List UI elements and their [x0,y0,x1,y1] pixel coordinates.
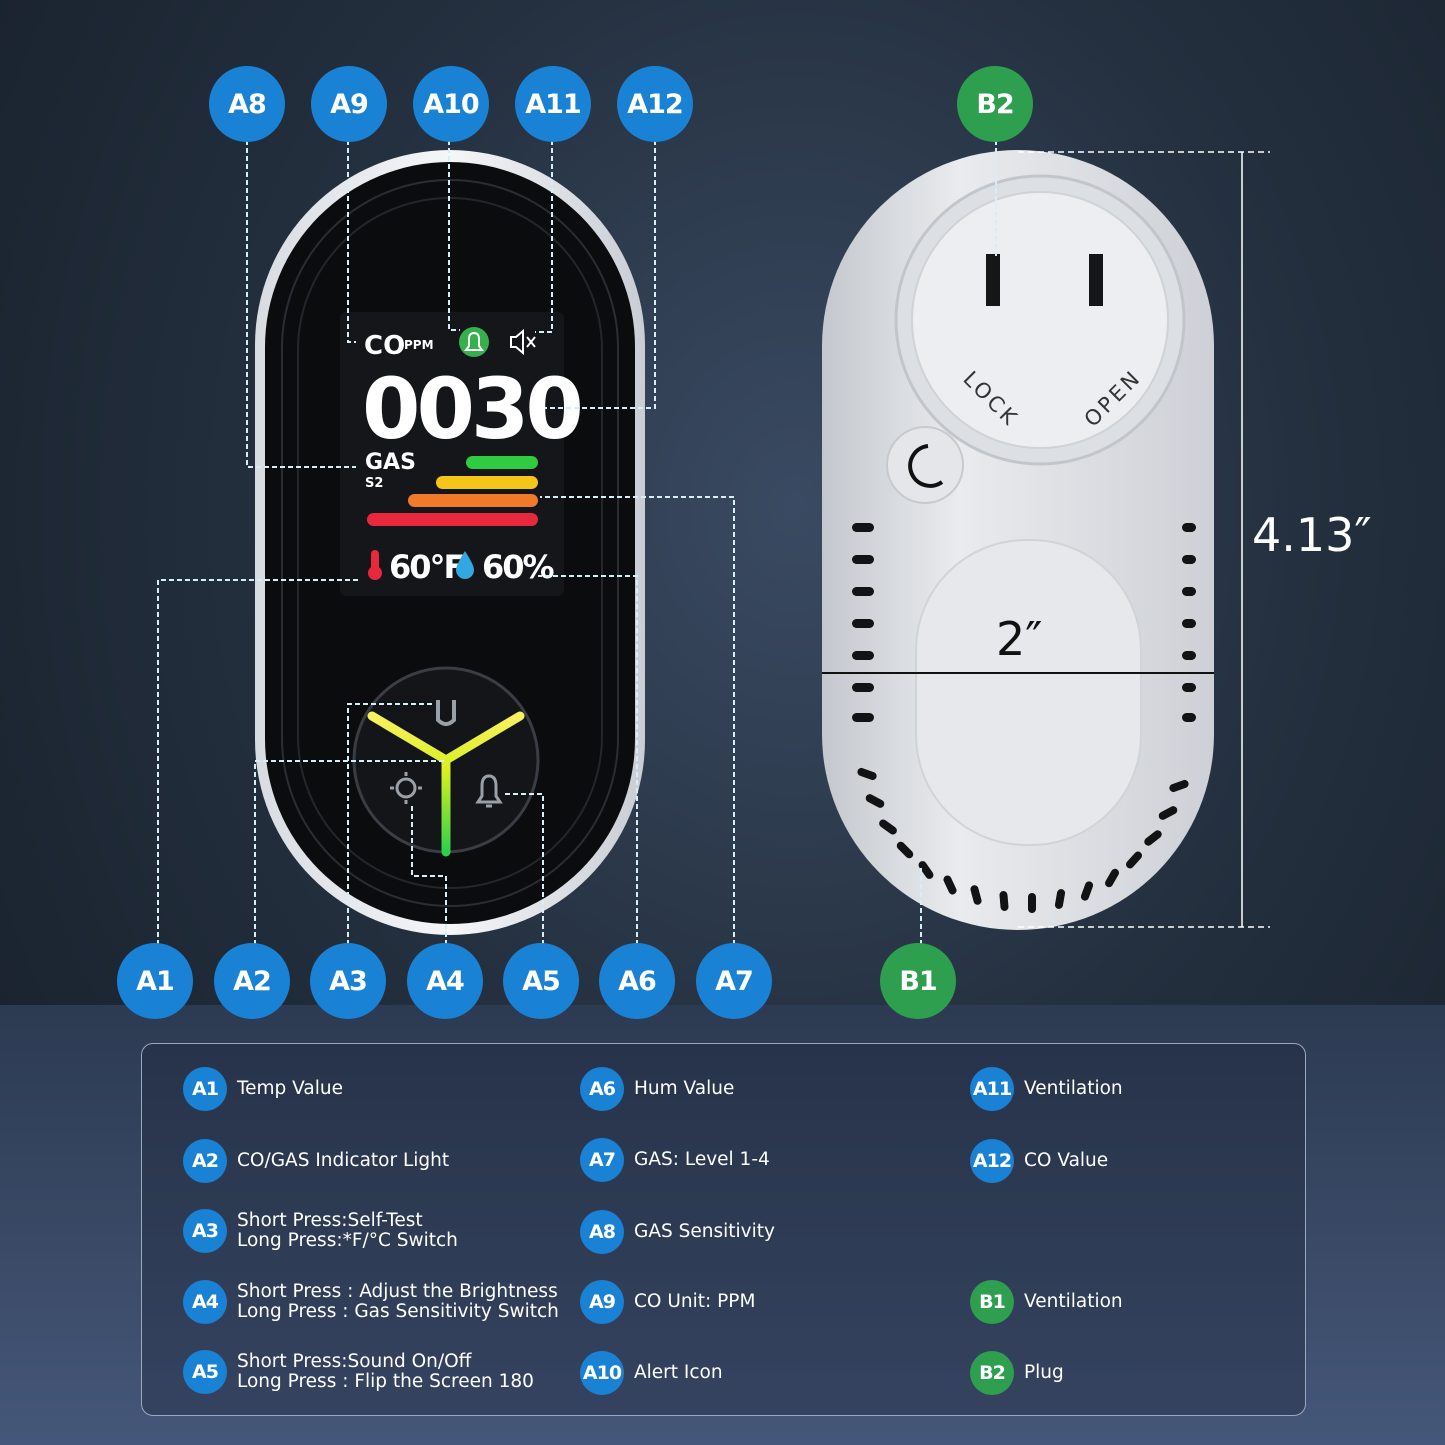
width-dimension: 2″ [996,612,1043,666]
legend-text: GAS: Level 1-4 [634,1149,770,1170]
legend-item-a7: A7 GAS: Level 1-4 [580,1138,770,1182]
callout-badge-a5: A5 [503,943,579,1019]
legend-badge: A2 [183,1139,227,1183]
gas-label: GAS [365,450,416,475]
plug-prong-right [1089,254,1103,306]
co-value: 0030 [362,360,580,458]
legend-item-a5: A5 Short Press:Sound On/Off Long Press :… [183,1350,534,1394]
ppm-label: PPM [404,338,434,352]
back-device: LOCK OPEN [822,150,1214,930]
legend-text: Ventilation [1024,1078,1123,1099]
thermometer-icon [368,550,382,580]
callout-badge-a11: A11 [515,66,591,142]
vent-slots [852,523,1196,913]
callout-badge-a7: A7 [696,943,772,1019]
legend-text: CO Unit: PPM [634,1291,756,1312]
legend-item-a6: A6 Hum Value [580,1067,734,1111]
plug-prong-left [986,254,1000,306]
temp-value: 60°F [389,548,464,586]
sensitivity-label: S2 [365,476,383,491]
dimension-lines [822,151,1270,928]
self-test-button-icon[interactable] [436,700,456,726]
legend-item-a10: A10 Alert Icon [580,1351,723,1395]
legend-badge: A3 [183,1209,227,1253]
legend-badge: A7 [580,1138,624,1182]
legend-text: GAS Sensitivity [634,1221,775,1242]
legend-item-a9: A9 CO Unit: PPM [580,1280,755,1324]
callout-badge-a3: A3 [310,943,386,1019]
legend-item-a8: A8 GAS Sensitivity [580,1210,775,1254]
legend-panel: A1 Temp Value A2 CO/GAS Indicator Light … [141,1043,1306,1416]
co-label: CO [364,331,405,361]
legend-text: Hum Value [634,1078,735,1099]
legend-text: Alert Icon [634,1362,723,1383]
callout-badge-a10: A10 [413,66,489,142]
sound-button-icon[interactable] [475,774,503,808]
legend-item-a4: A4 Short Press : Adjust the Brightness L… [183,1280,559,1324]
legend-item-a2: A2 CO/GAS Indicator Light [183,1139,449,1183]
brightness-button-icon[interactable] [390,772,422,804]
callout-badge-a1: A1 [117,943,193,1019]
callout-badge-a12: A12 [617,66,693,142]
front-device: CO PPM 0030 GAS S2 60°F 60% [255,150,645,935]
legend-text: Temp Value [237,1078,343,1099]
legend-text: Short Press:Self-Test [237,1210,423,1231]
legend-item-a12: A12 CO Value [970,1139,1108,1183]
legend-badge: A10 [580,1351,624,1395]
legend-text: Short Press : Adjust the Brightness [237,1281,558,1302]
callout-badge-a2: A2 [214,943,290,1019]
legend-item-a1: A1 Temp Value [183,1067,343,1111]
callout-badge-a4: A4 [407,943,483,1019]
lock-ring-icon [908,444,944,488]
legend-text: Long Press:*F/°C Switch [237,1230,458,1251]
legend-text: CO/GAS Indicator Light [237,1150,450,1171]
legend-item-b1: B1 Ventilation [970,1280,1123,1324]
callout-lines [157,140,997,945]
legend-badge: A6 [580,1067,624,1111]
legend-item-a11: A11 Ventilation [970,1067,1123,1111]
legend-text: Short Press:Sound On/Off [237,1351,472,1372]
legend-text: Ventilation [1024,1291,1123,1312]
callout-badge-b1: B1 [880,943,956,1019]
callout-badge-a8: A8 [209,66,285,142]
legend-badge: A11 [970,1067,1014,1111]
legend-text: CO Value [1024,1150,1109,1171]
height-dimension: 4.13″ [1252,508,1372,562]
humidity-drop-icon [456,551,474,579]
callout-badge-b2: B2 [957,66,1033,142]
legend-text: Plug [1024,1362,1064,1383]
alert-bell-icon [459,327,489,357]
callout-badge-a6: A6 [599,943,675,1019]
legend-badge: A4 [183,1280,227,1324]
legend-badge: A8 [580,1210,624,1254]
legend-badge: B2 [970,1351,1014,1395]
legend-badge: A9 [580,1280,624,1324]
floor-background [0,1005,1445,1445]
legend-text: Long Press : Flip the Screen 180 [237,1371,534,1392]
legend-badge: B1 [970,1280,1014,1324]
legend-badge: A1 [183,1067,227,1111]
legend-text: Long Press : Gas Sensitivity Switch [237,1301,559,1322]
callout-badge-a9: A9 [311,66,387,142]
humidity-value: 60% [482,548,555,586]
legend-badge: A5 [183,1350,227,1394]
legend-badge: A12 [970,1139,1014,1183]
legend-item-a3: A3 Short Press:Self-Test Long Press:*F/°… [183,1209,458,1253]
legend-item-b2: B2 Plug [970,1351,1064,1395]
mute-icon [510,328,536,356]
gas-level-bars [367,456,538,526]
